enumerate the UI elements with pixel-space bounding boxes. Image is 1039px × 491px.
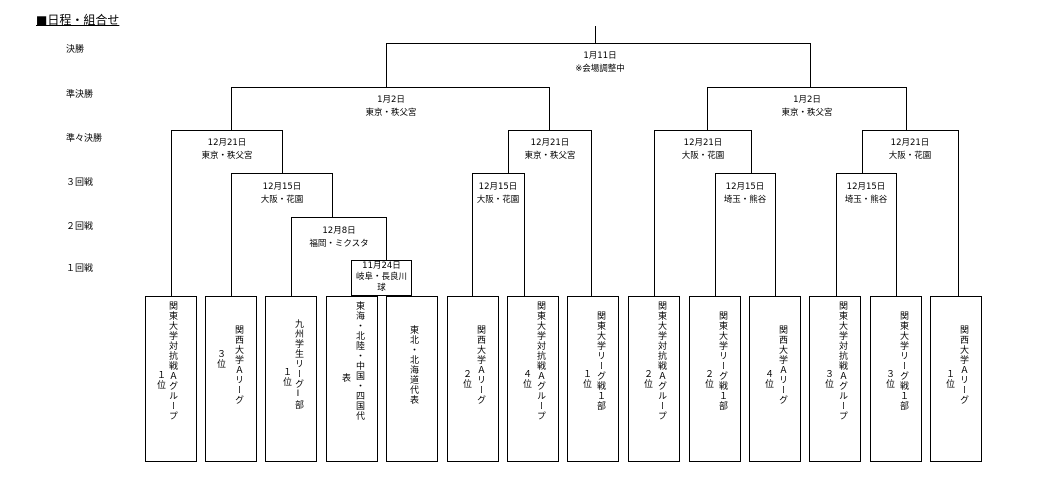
match-venue: 東京・秩父宮 — [365, 108, 417, 118]
team-name: 関西大学Ａリーグ — [958, 325, 968, 405]
team-name: 九州学生リーグⅠ部 — [293, 319, 303, 410]
team-box-2: 関西大学Ａリーグ ３位 — [205, 296, 257, 462]
match-venue: ※会場調整中 — [575, 64, 625, 74]
match-semifinal-right: 1月2日 東京・秩父宮 — [752, 94, 862, 120]
match-venue: 埼玉・熊谷 — [844, 195, 888, 205]
team-rank: １位 — [581, 369, 591, 389]
team-box-1: 関東大学対抗戦Ａグループ １位 — [145, 296, 197, 462]
team-rank: 表 — [340, 373, 350, 383]
team-box-13: 関東大学リーグ戦１部 ３位 — [870, 296, 922, 462]
match-date: 12月21日 — [683, 138, 723, 148]
match-date: 11月24日 — [362, 261, 401, 271]
match-date: 1月11日 — [583, 51, 617, 61]
round-label-semifinal: 準決勝 — [66, 90, 94, 100]
match-quarterfinal-1: 12月21日 東京・秩父宮 — [172, 137, 282, 163]
team-name: 関東大学対抗戦Ａグループ — [656, 301, 666, 421]
team-name: 関東大学リーグ戦１部 — [717, 311, 727, 411]
match-venue-cont: 球 — [377, 283, 386, 293]
match-quarterfinal-3: 12月21日 大阪・花園 — [648, 137, 758, 163]
team-box-12: 関東大学対抗戦Ａグループ ３位 — [809, 296, 861, 462]
match-date: 12月21日 — [530, 138, 570, 148]
match-final: 1月11日 ※会場調整中 — [545, 50, 655, 76]
match-venue: 福岡・ミクスタ — [309, 239, 369, 249]
match-date: 12月15日 — [262, 182, 302, 192]
match-venue: 東京・秩父宮 — [201, 151, 253, 161]
match-venue: 東京・秩父宮 — [781, 108, 833, 118]
match-date: 1月2日 — [377, 95, 405, 105]
round-label-final: 決勝 — [66, 45, 85, 55]
match-venue: 埼玉・熊谷 — [723, 195, 767, 205]
round-label-round3: ３回戦 — [66, 178, 94, 188]
match-round3-b: 12月15日 大阪・花園 — [472, 181, 524, 207]
team-rank: ３位 — [823, 369, 833, 389]
team-name: 関東大学対抗戦Ａグループ — [837, 301, 847, 421]
match-venue: 大阪・花園 — [888, 151, 932, 161]
match-date: 12月15日 — [725, 182, 765, 192]
team-box-4: 東海・北陸・中国・四国代 表 — [326, 296, 378, 462]
team-box-5: 東北・北海道代表 — [386, 296, 438, 462]
match-quarterfinal-2: 12月21日 東京・秩父宮 — [495, 137, 605, 163]
match-venue: 東京・秩父宮 — [524, 151, 576, 161]
match-venue: 大阪・花園 — [260, 195, 304, 205]
team-box-7: 関東大学対抗戦Ａグループ ４位 — [507, 296, 559, 462]
team-rank: １位 — [944, 369, 954, 389]
match-quarterfinal-4: 12月21日 大阪・花園 — [855, 137, 965, 163]
match-round3-a: 12月15日 大阪・花園 — [232, 181, 332, 207]
match-round3-d: 12月15日 埼玉・熊谷 — [836, 181, 896, 207]
match-date: 12月15日 — [846, 182, 886, 192]
team-name: 関西大学Ａリーグ — [233, 325, 243, 405]
match-date: 1月2日 — [793, 95, 821, 105]
match-round2: 12月8日 福岡・ミクスタ — [293, 225, 385, 251]
team-rank: ３位 — [215, 349, 225, 369]
team-rank: ４位 — [763, 369, 773, 389]
team-box-11: 関西大学Ａリーグ ４位 — [749, 296, 801, 462]
round-label-round1: １回戦 — [66, 264, 94, 274]
team-name: 関東大学対抗戦Ａグループ — [167, 301, 177, 421]
team-name: 関西大学Ａリーグ — [475, 325, 485, 405]
team-rank: １位 — [155, 370, 165, 390]
round-label-round2: ２回戦 — [66, 222, 94, 232]
team-name: 関東大学リーグ戦１部 — [898, 311, 908, 411]
match-venue: 岐阜・長良川 — [355, 272, 407, 282]
match-venue: 大阪・花園 — [476, 195, 520, 205]
team-rank: ２位 — [461, 369, 471, 389]
team-box-10: 関東大学リーグ戦１部 ２位 — [689, 296, 741, 462]
team-rank: ４位 — [521, 369, 531, 389]
team-rank: ２位 — [642, 369, 652, 389]
round-label-quarterfinal: 準々決勝 — [66, 134, 103, 144]
match-semifinal-left: 1月2日 東京・秩父宮 — [336, 94, 446, 120]
match-venue: 大阪・花園 — [681, 151, 725, 161]
team-box-8: 関東大学リーグ戦１部 １位 — [567, 296, 619, 462]
team-box-6: 関西大学Ａリーグ ２位 — [447, 296, 499, 462]
match-round3-c: 12月15日 埼玉・熊谷 — [715, 181, 775, 207]
team-box-9: 関東大学対抗戦Ａグループ ２位 — [628, 296, 680, 462]
team-box-14: 関西大学Ａリーグ １位 — [930, 296, 982, 462]
team-name: 東海・北陸・中国・四国代 — [354, 301, 364, 421]
team-rank: ２位 — [703, 369, 713, 389]
team-box-3: 九州学生リーグⅠ部 １位 — [265, 296, 317, 462]
team-name: 関西大学Ａリーグ — [777, 325, 787, 405]
match-date: 12月15日 — [478, 182, 518, 192]
match-date: 12月8日 — [322, 226, 356, 236]
team-name: 関東大学対抗戦Ａグループ — [535, 301, 545, 421]
match-date: 12月21日 — [890, 138, 930, 148]
team-rank: １位 — [281, 367, 291, 387]
team-name: 関東大学リーグ戦１部 — [595, 311, 605, 411]
match-date: 12月21日 — [207, 138, 247, 148]
team-name: 東北・北海道代表 — [408, 325, 418, 405]
team-rank: ３位 — [884, 369, 894, 389]
section-title: ■日程・組合せ — [36, 13, 120, 27]
match-round1: 11月24日 岐阜・長良川 球 — [351, 260, 412, 296]
